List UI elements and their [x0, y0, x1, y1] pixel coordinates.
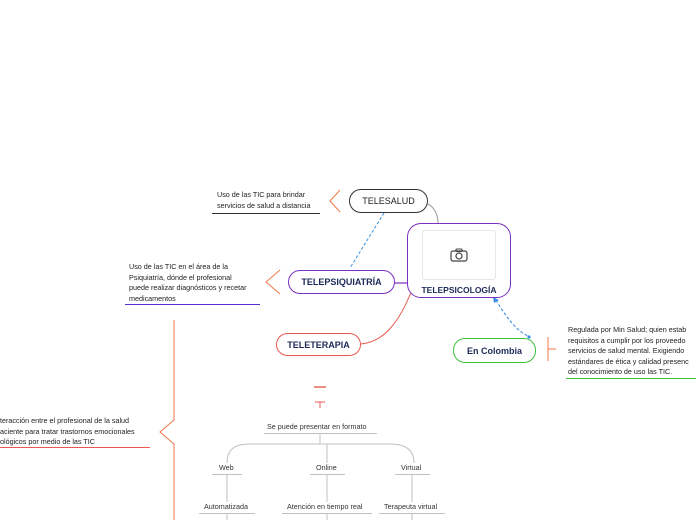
- note-en-colombia-line: requisitos a cumplir por los proveedo: [568, 335, 686, 345]
- note-telesalud-line: servicios de salud a distancia: [217, 200, 311, 210]
- note-telesalud: Uso de las TIC para brindar servicios de…: [217, 190, 311, 211]
- branch-web[interactable]: Web: [219, 463, 234, 472]
- central-image-placeholder: [422, 230, 496, 280]
- branch-virtual-underline: [395, 474, 430, 475]
- topic-telepsiquiatria[interactable]: TELEPSIQUIATRÍA: [288, 270, 395, 294]
- topic-telesalud[interactable]: TELESALUD: [349, 189, 428, 213]
- format-label-underline: [264, 433, 377, 434]
- camera-icon: [450, 248, 468, 262]
- connector-central-teleterapia: [360, 289, 413, 345]
- note-en-colombia-line: estándares de ética y calidad presenc: [568, 356, 689, 366]
- note-telesalud-underline: [212, 213, 320, 214]
- link-endpoint-dot: [527, 335, 531, 339]
- subtree-branch-line: [226, 443, 415, 464]
- note-teleterapia: teracción entre el profesional de la sal…: [0, 416, 135, 448]
- bracket-en-colombia: [547, 337, 556, 361]
- bracket-telesalud: [329, 189, 341, 213]
- branch-online-underline: [310, 474, 345, 475]
- child-terapeuta-virtual-underline: [379, 513, 445, 514]
- dashed-link-telesalud-telepsiquiatria: [349, 212, 385, 269]
- note-telesalud-line: Uso de las TIC para brindar: [217, 190, 306, 199]
- note-en-colombia-underline: [566, 378, 696, 379]
- note-telepsiquiatria-line: Uso de las TIC en el área de la: [129, 262, 228, 271]
- topic-teleterapia-label: TELETERAPIA: [287, 339, 350, 350]
- note-teleterapia-line: teracción entre el profesional de la sal…: [0, 416, 130, 425]
- note-teleterapia-underline: [0, 447, 150, 448]
- topic-teleterapia[interactable]: TELETERAPIA: [276, 333, 361, 356]
- note-en-colombia: Regulada por Min Salud; quien estab requ…: [568, 325, 689, 378]
- branch-online[interactable]: Online: [316, 463, 337, 472]
- note-en-colombia-line: del conocimiento de uso las TIC.: [568, 367, 673, 376]
- bracket-telepsiquiatria: [265, 269, 281, 295]
- central-topic[interactable]: TELEPSICOLOGÍA: [407, 223, 511, 298]
- note-telepsiquiatria: Uso de las TIC en el área de la Psiquiat…: [129, 262, 246, 304]
- topic-en-colombia[interactable]: En Colombia: [453, 338, 536, 363]
- topic-en-colombia-label: En Colombia: [466, 345, 522, 356]
- note-telepsiquiatria-line: Psiquiatría, dónde el profesional: [129, 272, 232, 282]
- dashed-link-central-colombia: [495, 299, 529, 337]
- child-tiempo-real-underline: [282, 513, 372, 514]
- branch-web-underline: [212, 474, 242, 475]
- child-automatizada-underline: [199, 513, 255, 514]
- bracket-teleterapia: [159, 320, 175, 520]
- topic-telepsiquiatria-label: TELEPSIQUIATRÍA: [301, 277, 382, 287]
- child-tiempo-real[interactable]: Atención en tiempo real: [287, 502, 363, 511]
- note-en-colombia-line: servicios de salud mental. Exigiendo: [568, 346, 685, 355]
- arrowhead-icon: [493, 297, 499, 303]
- format-label[interactable]: Se puede presentar en formato: [267, 422, 367, 431]
- expand-marker-icon: [315, 401, 325, 408]
- child-terapeuta-virtual[interactable]: Terapeuta virtual: [384, 502, 438, 511]
- central-topic-label: TELEPSICOLOGÍA: [421, 285, 497, 295]
- note-telepsiquiatria-line: puede realizar diagnósticos y recetar: [129, 283, 247, 292]
- note-telepsiquiatria-underline: [125, 304, 260, 305]
- note-en-colombia-line: Regulada por Min Salud; quien estab: [568, 325, 687, 334]
- note-telepsiquiatria-line: medicamentos: [129, 293, 176, 303]
- branch-virtual[interactable]: Virtual: [401, 463, 422, 472]
- connector-central-telesalud: [427, 203, 439, 224]
- note-teleterapia-line: aciente para tratar trastornos emocional…: [0, 426, 135, 436]
- child-automatizada[interactable]: Automatizada: [204, 502, 248, 511]
- note-teleterapia-line: ológicos por medio de las TIC: [0, 437, 95, 446]
- topic-telesalud-label: TELESALUD: [362, 196, 415, 206]
